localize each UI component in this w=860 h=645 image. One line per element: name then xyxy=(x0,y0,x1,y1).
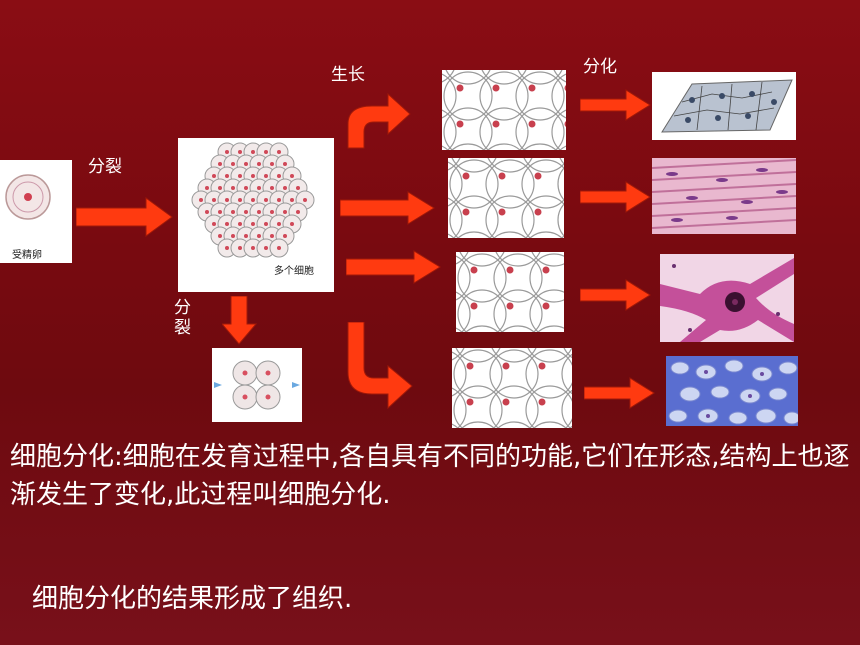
divide-vertical-label: 分 裂 xyxy=(174,298,191,338)
epithelial-tissue-image xyxy=(652,72,796,140)
many-cells-panel: 多个细胞 xyxy=(178,138,334,292)
result-text: 细胞分化的结果形成了组织. xyxy=(32,584,353,614)
grown-cells-panel-4 xyxy=(452,348,572,428)
arrow-divide-down xyxy=(222,296,258,345)
fertilized-egg-caption: 受精卵 xyxy=(12,250,42,261)
arrow-divide xyxy=(76,197,173,237)
connective-tissue-image xyxy=(666,356,798,426)
arrow-differentiate-2 xyxy=(580,181,651,213)
fertilized-egg-image xyxy=(5,174,51,220)
nerve-tissue-image xyxy=(660,254,794,342)
many-cells-image xyxy=(191,142,315,258)
grown-cells-panel-3 xyxy=(456,252,564,332)
fertilized-egg-panel: 受精卵 xyxy=(0,160,72,263)
definition-text: 细胞分化:细胞在发育过程中,各自具有不同的功能,它们在形态,结构上也逐渐发生了变… xyxy=(10,442,850,510)
grown-cells-image-1 xyxy=(442,70,566,150)
grown-cells-panel-1 xyxy=(442,70,566,150)
differentiate-label: 分化 xyxy=(583,57,617,77)
arrow-differentiate-4 xyxy=(584,377,655,409)
many-cells-caption: 多个细胞 xyxy=(274,266,314,277)
arrow-grow-3 xyxy=(346,250,441,284)
grown-cells-panel-2 xyxy=(448,158,564,238)
divide-label: 分裂 xyxy=(88,157,122,177)
arrow-grow-2 xyxy=(340,191,435,225)
grown-cells-image-2 xyxy=(448,158,564,238)
arrow-grow-up xyxy=(347,92,411,149)
grown-cells-image-4 xyxy=(452,348,572,428)
four-cells-image xyxy=(214,360,300,410)
arrow-differentiate-1 xyxy=(580,89,651,121)
grown-cells-image-3 xyxy=(456,252,564,332)
four-cells-panel xyxy=(212,348,302,422)
muscle-tissue-image xyxy=(652,158,796,234)
grow-label: 生长 xyxy=(331,65,365,85)
arrow-differentiate-3 xyxy=(580,279,651,311)
arrow-grow-down xyxy=(347,322,413,410)
